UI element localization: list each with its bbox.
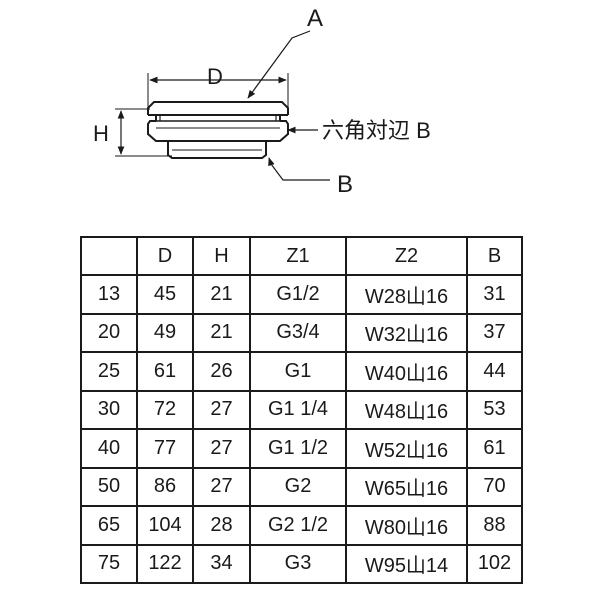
table-cell: 34 (192, 543, 251, 584)
table-cell: W40山16 (345, 351, 468, 392)
table-cell: W28山16 (345, 274, 468, 315)
leader-b (268, 157, 330, 181)
header-cell-size (80, 236, 138, 276)
table-cell: 102 (466, 543, 523, 584)
table-cell: 88 (466, 505, 523, 546)
table-cell: 61 (466, 428, 523, 469)
table-cell: 13 (80, 274, 138, 315)
table-row: 20 49 21 G3/4 W32山16 37 (80, 312, 523, 353)
table-cell: 122 (136, 543, 194, 584)
part-drawing: A D H 六角対辺 B B (93, 5, 431, 198)
table-cell: 21 (192, 312, 251, 353)
table-cell: G1 (249, 351, 347, 392)
table-cell: 50 (80, 466, 138, 507)
header-cell-d: D (136, 236, 194, 276)
table-row: 75 122 34 G3 W95山14 102 (80, 543, 523, 584)
table-cell: 25 (80, 351, 138, 392)
table-cell: 27 (192, 428, 251, 469)
table-cell: 53 (466, 389, 523, 430)
table-cell: 49 (136, 312, 194, 353)
table-cell: 30 (80, 389, 138, 430)
table-cell: 20 (80, 312, 138, 353)
fitting-profile (147, 101, 289, 159)
table-cell: 86 (136, 466, 194, 507)
table-row: 13 45 21 G1/2 W28山16 31 (80, 274, 523, 315)
table-cell: G1 1/4 (249, 389, 347, 430)
table-cell: 40 (80, 428, 138, 469)
table-cell: 45 (136, 274, 194, 315)
table-cell: 72 (136, 389, 194, 430)
leader-a (247, 30, 311, 99)
table-cell: 65 (80, 505, 138, 546)
table-cell: G2 (249, 466, 347, 507)
table-cell: 26 (192, 351, 251, 392)
table-cell: W52山16 (345, 428, 468, 469)
table-row: 50 86 27 G2 W65山16 70 (80, 466, 523, 507)
table-cell: G2 1/2 (249, 505, 347, 546)
table-cell: 31 (466, 274, 523, 315)
table-header-row: D H Z1 Z2 B (80, 236, 523, 276)
table-row: 40 77 27 G1 1/2 W52山16 61 (80, 428, 523, 469)
table-cell: 70 (466, 466, 523, 507)
label-a: A (307, 5, 323, 32)
label-d: D (207, 64, 223, 89)
table-cell: W95山14 (345, 543, 468, 584)
table-cell: W48山16 (345, 389, 468, 430)
table-cell: W32山16 (345, 312, 468, 353)
table-cell: 28 (192, 505, 251, 546)
label-hex-across-flats: 六角対辺 B (322, 118, 431, 143)
table-cell: 21 (192, 274, 251, 315)
table-row: 30 72 27 G1 1/4 W48山16 53 (80, 389, 523, 430)
table-cell: G3/4 (249, 312, 347, 353)
table-cell: 61 (136, 351, 194, 392)
table-cell: G1 1/2 (249, 428, 347, 469)
table-cell: 75 (80, 543, 138, 584)
header-cell-b: B (466, 236, 523, 276)
table-cell: 104 (136, 505, 194, 546)
label-b: B (337, 171, 353, 198)
table-cell: 37 (466, 312, 523, 353)
label-h: H (93, 121, 109, 146)
table-row: 65 104 28 G2 1/2 W80山16 88 (80, 505, 523, 546)
header-cell-z1: Z1 (249, 236, 347, 276)
table-cell: G3 (249, 543, 347, 584)
table-cell: W65山16 (345, 466, 468, 507)
table-cell: W80山16 (345, 505, 468, 546)
table-cell: 27 (192, 466, 251, 507)
table-cell: 27 (192, 389, 251, 430)
table-cell: G1/2 (249, 274, 347, 315)
header-cell-z2: Z2 (345, 236, 468, 276)
table-cell: 44 (466, 351, 523, 392)
spec-table: D H Z1 Z2 B 13 45 21 G1/2 W28山16 31 20 4… (80, 236, 523, 584)
table-row: 25 61 26 G1 W40山16 44 (80, 351, 523, 392)
table-cell: 77 (136, 428, 194, 469)
header-cell-h: H (192, 236, 251, 276)
